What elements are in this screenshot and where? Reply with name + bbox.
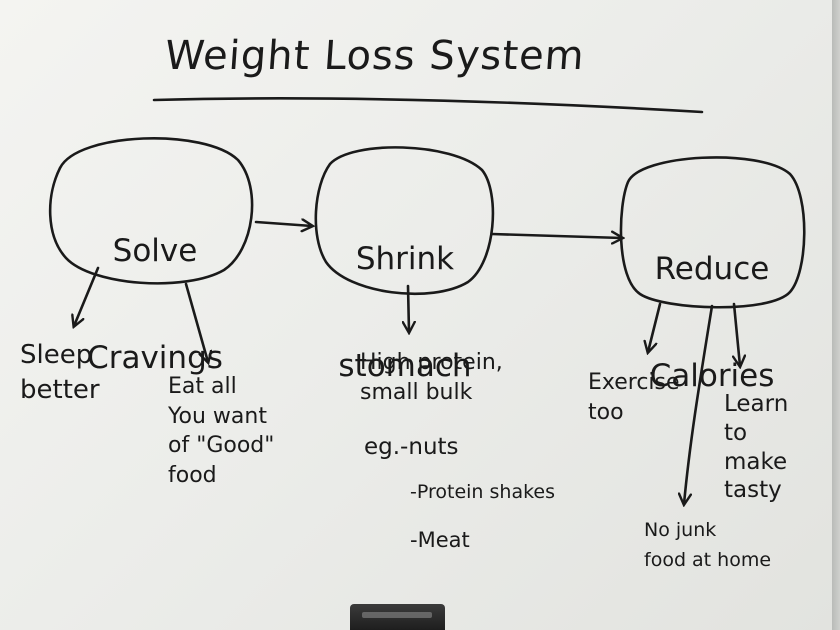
node-reduce-calories: Reduce Calories [632,181,792,430]
solve-cravings-bubble [48,137,254,285]
arrow-to-high-protein [408,284,409,332]
arrow-to-learn [734,302,740,366]
eraser-label [362,612,432,618]
note-eat-all: Eat all You want of "Good" food [168,374,275,489]
node-shrink-line1: Shrink [355,241,455,278]
note-learn-to-make-tasty: Learn to make tasty [724,391,789,504]
node-reduce-line2: Calories [649,358,775,395]
note-meat: -Meat [410,528,470,552]
arrow-solve-to-shrink [254,222,312,226]
arrow-to-exercise [648,302,662,352]
reduce-calories-bubble [619,156,806,309]
note-eg-nuts: eg.-nuts [364,434,459,460]
note-exercise-too: Exercise too [588,370,680,425]
node-solve-line2: Cravings [87,340,223,377]
arrow-to-sleep-better [74,266,100,326]
arrow-to-no-junk [684,304,714,504]
whiteboard-frame [832,0,840,630]
node-reduce-line1: Reduce [654,251,770,288]
node-shrink-line2: stomach [338,348,472,385]
shrink-stomach-bubble [314,146,495,296]
note-high-protein: High protein, small bulk [360,350,503,405]
note-no-junk-food: No junk food at home [644,519,772,572]
note-protein-shakes: -Protein shakes [410,481,555,503]
note-sleep-better: Sleep better [20,340,100,406]
title-underline [152,97,704,114]
arrow-shrink-to-reduce [490,234,622,238]
node-solve-line1: Solve [112,233,198,270]
arrow-to-eat-all [184,282,208,362]
diagram-title: Weight Loss System [163,33,587,79]
node-shrink-stomach: Shrink stomach [320,171,490,420]
node-solve-cravings: Solve Cravings [70,163,240,412]
